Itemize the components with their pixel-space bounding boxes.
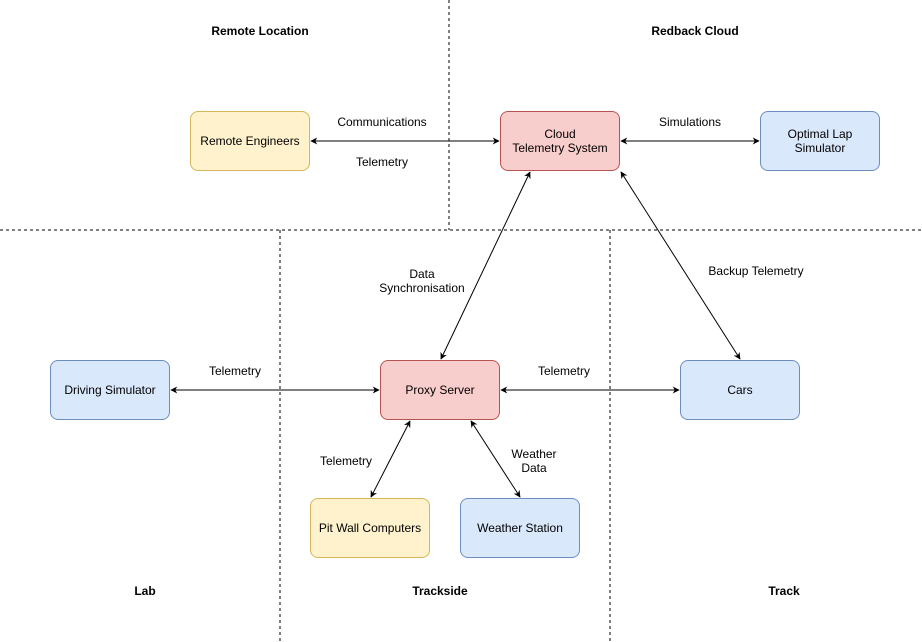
edge-label-backup-telemetry: Backup Telemetry <box>708 264 804 278</box>
node-remote-engineers[interactable]: Remote Engineers <box>190 111 310 171</box>
node-pit-wall-computers[interactable]: Pit Wall Computers <box>310 498 430 558</box>
node-cloud-telemetry-system[interactable]: Cloud Telemetry System <box>500 111 620 171</box>
edge-label-telemetry-pit: Telemetry <box>319 454 372 468</box>
zone-title-lab: Lab <box>134 584 156 598</box>
edge-label-communications: Communications <box>337 115 427 129</box>
edge-label-simulations: Simulations <box>658 115 722 129</box>
edge-label-telemetry-remote: Telemetry <box>355 155 408 169</box>
edge-label-telemetry-lab: Telemetry <box>208 364 261 378</box>
node-weather-station[interactable]: Weather Station <box>460 498 580 558</box>
edge-proxy-weather <box>470 420 521 498</box>
zone-title-trackside: Trackside <box>412 584 468 598</box>
zone-title-redback-cloud: Redback Cloud <box>651 24 739 38</box>
edge-proxy-pit-wall <box>370 420 411 498</box>
edge-label-data-synchronisation: Data Synchronisation <box>379 267 465 295</box>
zone-title-remote-location: Remote Location <box>211 24 309 38</box>
edge-label-weather-data: Weather Data <box>511 447 557 475</box>
edge-label-telemetry-track: Telemetry <box>537 364 590 378</box>
node-cars[interactable]: Cars <box>680 360 800 420</box>
node-proxy-server[interactable]: Proxy Server <box>380 360 500 420</box>
zone-title-track: Track <box>768 584 800 598</box>
edge-cloud-cars <box>620 171 741 360</box>
edge-cloud-proxy <box>440 171 531 360</box>
node-driving-simulator[interactable]: Driving Simulator <box>50 360 170 420</box>
node-optimal-lap-simulator[interactable]: Optimal Lap Simulator <box>760 111 880 171</box>
